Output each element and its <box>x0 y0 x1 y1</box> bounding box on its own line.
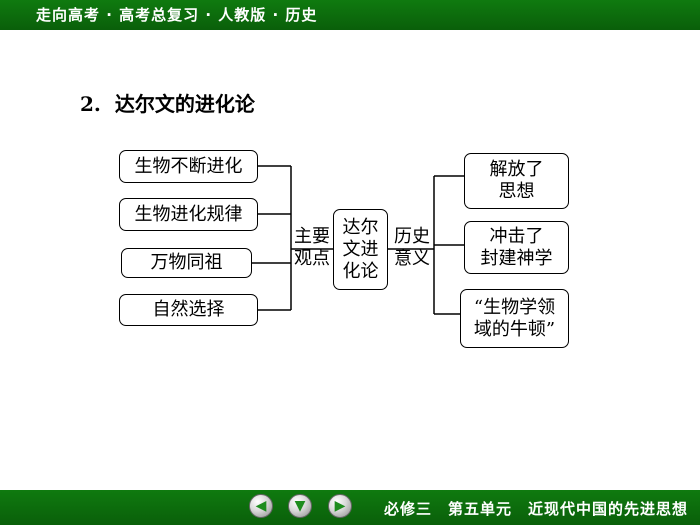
next-button[interactable]: ▶ <box>328 494 352 518</box>
arrow-down-icon: ▼ <box>294 498 306 514</box>
bottom-banner: ◀ ▼ ▶ 必修三 第五单元 近现代中国的先进思想 <box>0 490 700 525</box>
center-box: 达尔 文进 化论 <box>333 209 388 290</box>
top-banner: 走向高考 · 高考总复习 · 人教版 · 历史 <box>0 0 700 30</box>
arrow-right-icon: ▶ <box>334 498 346 514</box>
section-number: 2. <box>80 92 101 116</box>
course-title: 走向高考 · 高考总复习 · 人教版 · 历史 <box>36 6 318 24</box>
viewpoint-box: 自然选择 <box>119 294 258 326</box>
significance-box: 冲击了 封建神学 <box>464 221 569 274</box>
significance-label: 历史 意义 <box>394 226 430 269</box>
viewpoint-box: 生物进化规律 <box>119 198 258 231</box>
viewpoint-box: 生物不断进化 <box>119 150 258 183</box>
viewpoints-label: 主要 观点 <box>294 226 330 269</box>
viewpoint-box: 万物同祖 <box>121 248 252 278</box>
significance-box: 解放了 思想 <box>464 153 569 209</box>
prev-button[interactable]: ◀ <box>249 494 273 518</box>
arrow-left-icon: ◀ <box>255 498 267 514</box>
down-button[interactable]: ▼ <box>288 494 312 518</box>
section-heading: 2. 达尔文的进化论 <box>80 88 255 117</box>
chapter-info: 必修三 第五单元 近现代中国的先进思想 <box>383 500 688 518</box>
significance-box: “生物学领 域的牛顿” <box>460 289 569 348</box>
section-title: 达尔文的进化论 <box>114 92 255 116</box>
